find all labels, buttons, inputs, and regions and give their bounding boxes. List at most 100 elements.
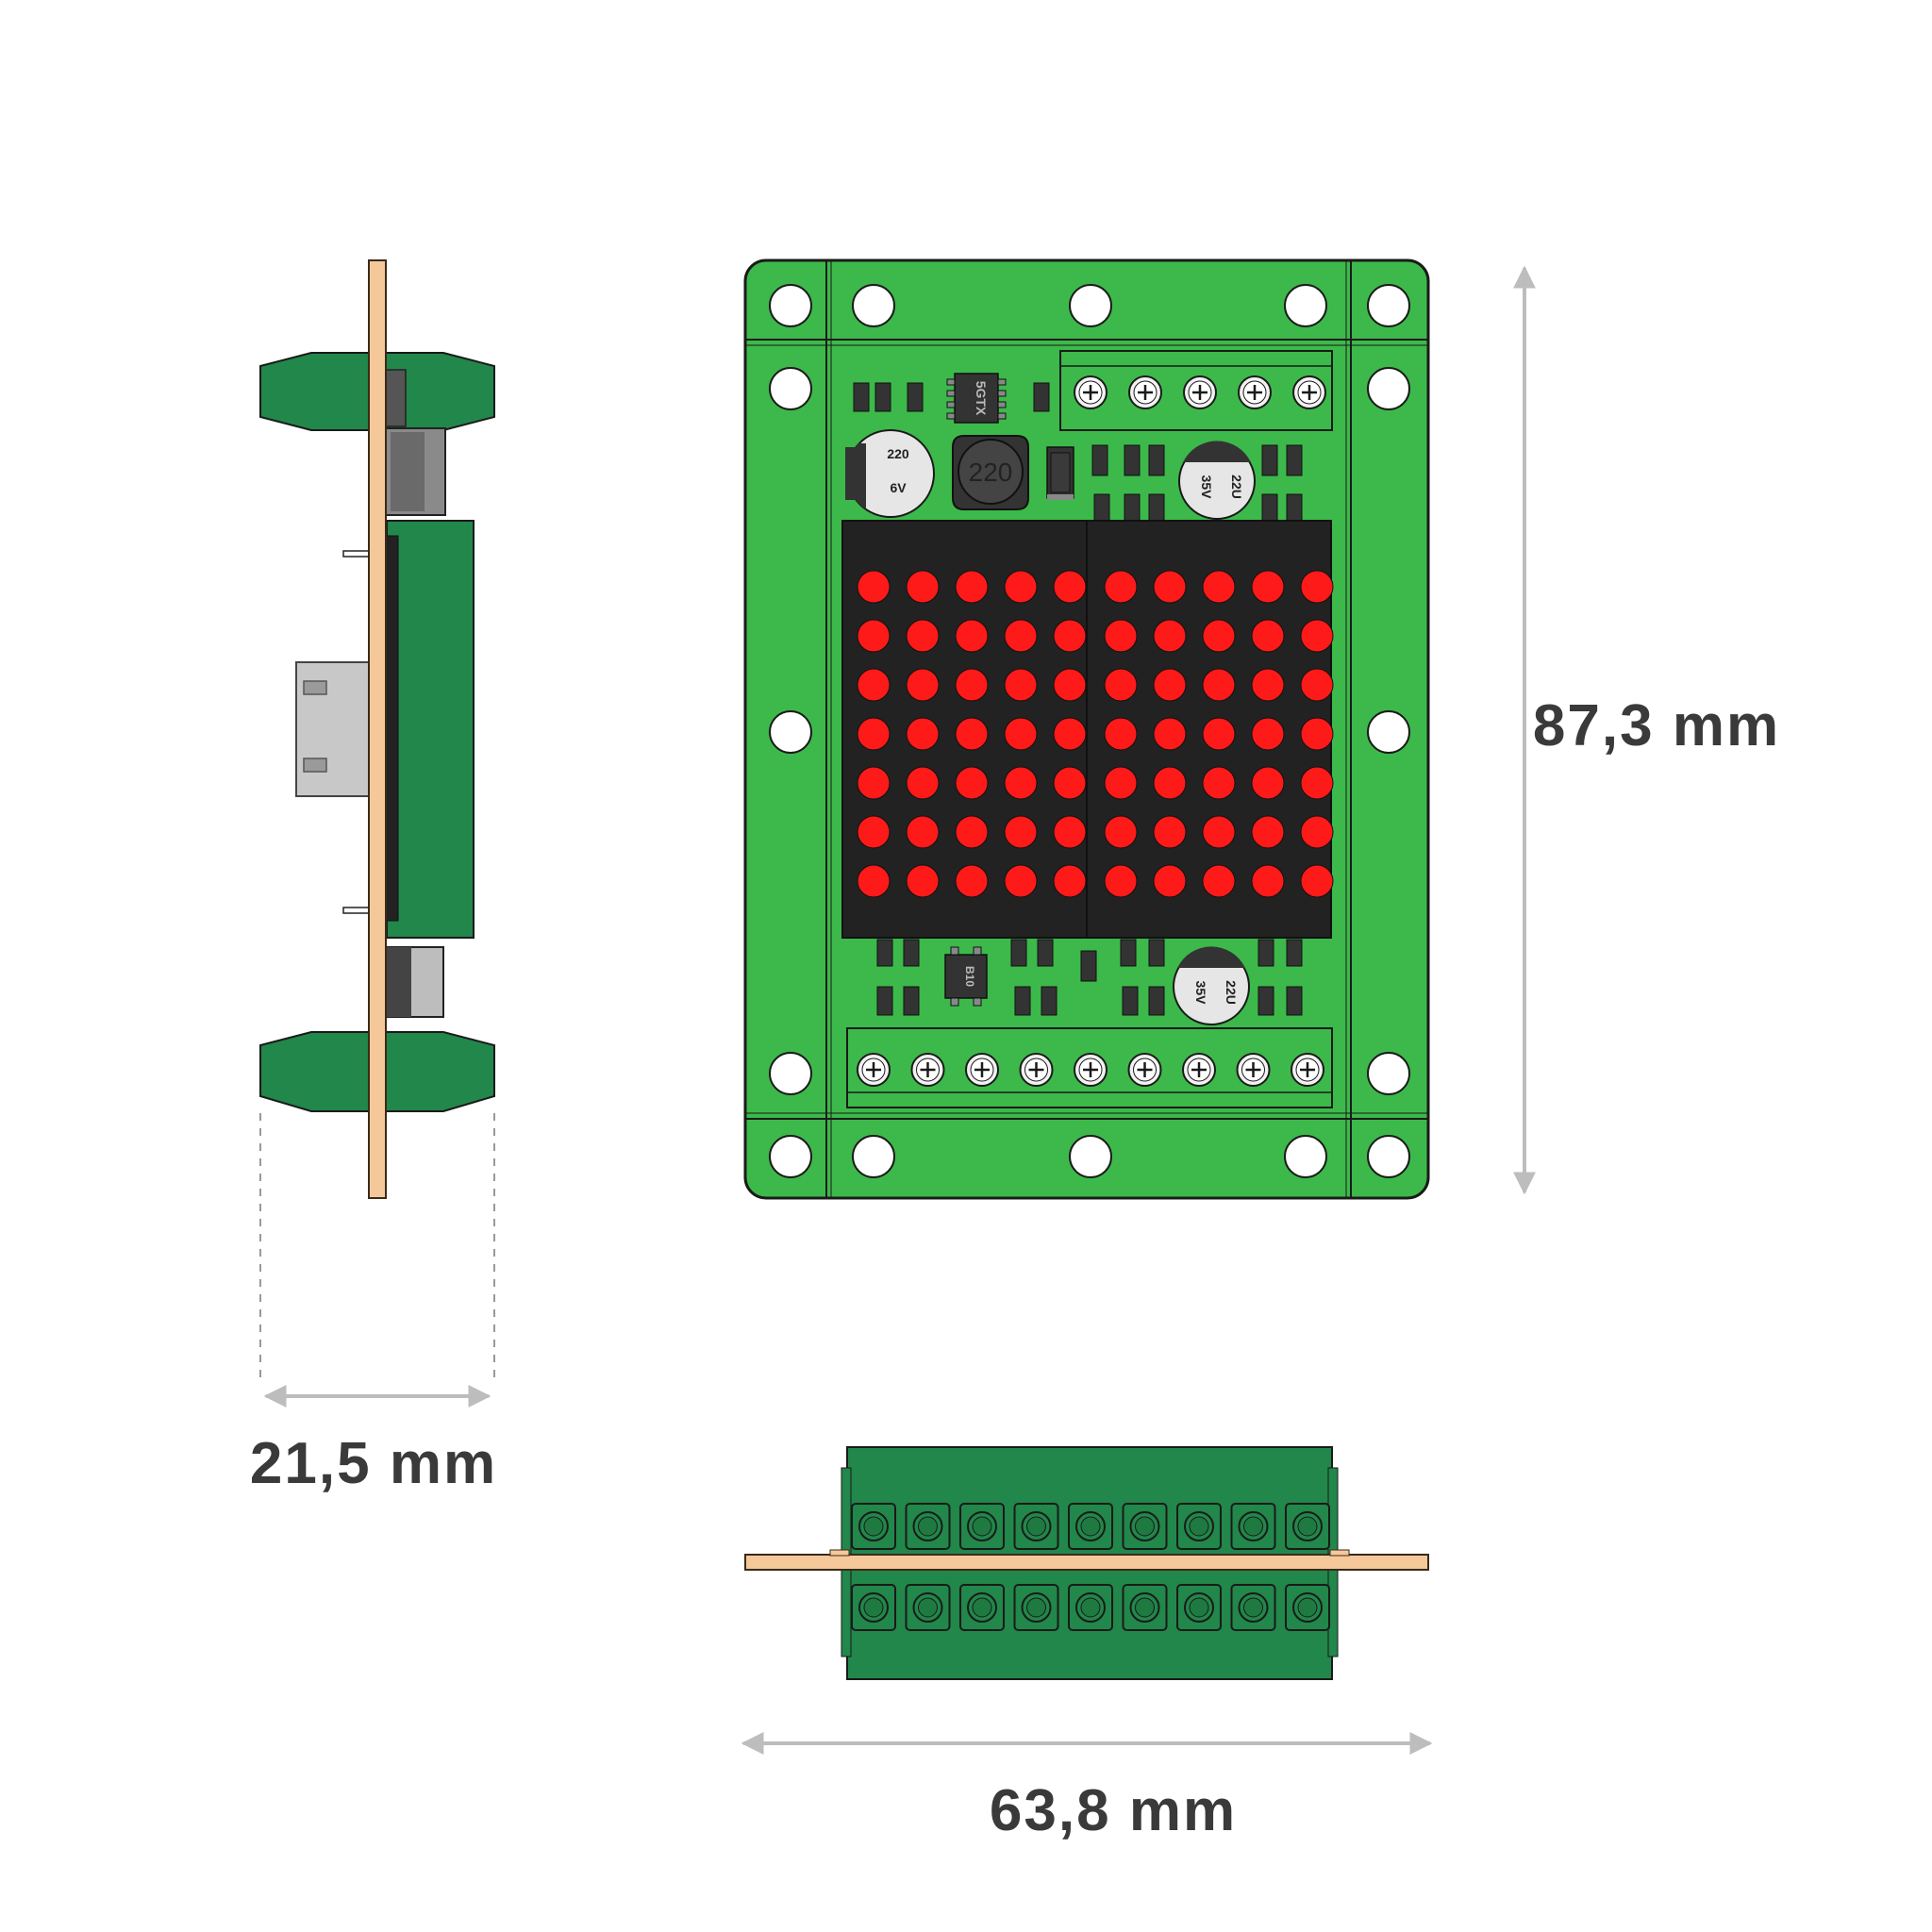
screw-icon [910,1053,945,1087]
led-dot [906,864,940,898]
terminal-opening [1230,1503,1276,1550]
terminal-opening [959,1503,1005,1550]
screw-icon [1074,1053,1108,1087]
led-dot [1202,668,1236,702]
screw-icon [1128,375,1162,409]
led-dot [1153,668,1187,702]
led-dot [1300,864,1334,898]
led-dot [1202,570,1236,604]
terminal-opening [959,1584,1005,1631]
terminal-opening [1013,1584,1059,1631]
terminal-opening [1122,1584,1168,1631]
led-dot [1300,570,1334,604]
inductor: 220 [952,435,1029,510]
led-dot [1153,766,1187,800]
side-pcb-edge [368,259,387,1199]
capacitor-left: 220 6V [845,429,935,518]
smd-parts-top [853,382,1303,522]
led-dot [1104,717,1138,751]
led-dot [1202,619,1236,653]
ic-top-marking: 5GTX [974,381,989,416]
screws-bottom [857,1053,1324,1087]
led-dot [1300,815,1334,849]
led-dot [1104,570,1138,604]
terminal-opening [905,1503,951,1550]
led-dot [1153,570,1187,604]
led-dot [1004,717,1038,751]
led-dot [1053,570,1087,604]
capacitor-bottom: 22U 35V [1173,946,1250,1025]
led-dot [1104,815,1138,849]
mounting-holes [769,284,1410,1178]
mounting-hole [1367,284,1410,327]
led-dot [1300,619,1334,653]
width-label: 63,8 mm [990,1778,1237,1843]
led-dot [955,766,989,800]
led-dot [1202,815,1236,849]
mounting-hole [852,284,895,327]
mounting-hole [769,710,812,754]
screw-icon [1074,375,1108,409]
led-dot [1251,668,1285,702]
led-dot [1004,766,1038,800]
led-dot [906,717,940,751]
led-dot [1202,864,1236,898]
bottom-pcb-edge [744,1554,1429,1571]
front-view: 5GTX 220 6V 220 22U 35V [743,258,1780,1200]
screw-icon [1238,375,1272,409]
mounting-hole [1284,1135,1327,1178]
diode-top [1046,446,1074,500]
led-dot [1153,717,1187,751]
led-dot [1202,717,1236,751]
height-label: 87,3 mm [1533,693,1780,758]
led-dot [857,668,891,702]
cap-bottom-value: 22U [1224,980,1239,1005]
led-dot [1153,815,1187,849]
mounting-hole [769,1135,812,1178]
screws-top [1074,375,1326,409]
led-dot [906,619,940,653]
mounting-hole [1284,284,1327,327]
mounting-hole [769,284,812,327]
led-dot [1104,619,1138,653]
led-dot [857,766,891,800]
terminal-opening [1068,1503,1113,1550]
led-dot [955,570,989,604]
screw-icon [1182,1053,1216,1087]
mounting-hole [1069,284,1112,327]
led-dot [1053,864,1087,898]
ic-top: 5GTX [946,373,1007,424]
led-dot [1053,815,1087,849]
led-dot [1104,766,1138,800]
led-dot [1053,717,1087,751]
mounting-hole [1367,367,1410,410]
led-dot [906,570,940,604]
led-dot [857,864,891,898]
mounting-hole [852,1135,895,1178]
led-dot [1251,570,1285,604]
terminal-opening [851,1584,896,1631]
bottom-view: 63,8 mm [741,1446,1433,1843]
led-dot [906,815,940,849]
side-view: 21,5 mm [250,259,495,1496]
cap-left-value: 220 [887,446,909,461]
terminal-openings [851,1503,1330,1631]
led-dot [1053,766,1087,800]
mounting-hole [769,367,812,410]
terminal-opening [1176,1503,1222,1550]
led-dot [1004,619,1038,653]
led-dot [906,668,940,702]
led-dot [1202,766,1236,800]
screw-icon [1236,1053,1271,1087]
led-dot [1251,717,1285,751]
screw-icon [1183,375,1217,409]
terminal-opening [1068,1584,1113,1631]
terminal-opening [905,1584,951,1631]
led-dot [955,619,989,653]
mounting-hole [1367,1052,1410,1095]
terminal-opening [1285,1503,1330,1550]
terminal-opening [1230,1584,1276,1631]
led-dot [1104,864,1138,898]
led-dot [1300,717,1334,751]
